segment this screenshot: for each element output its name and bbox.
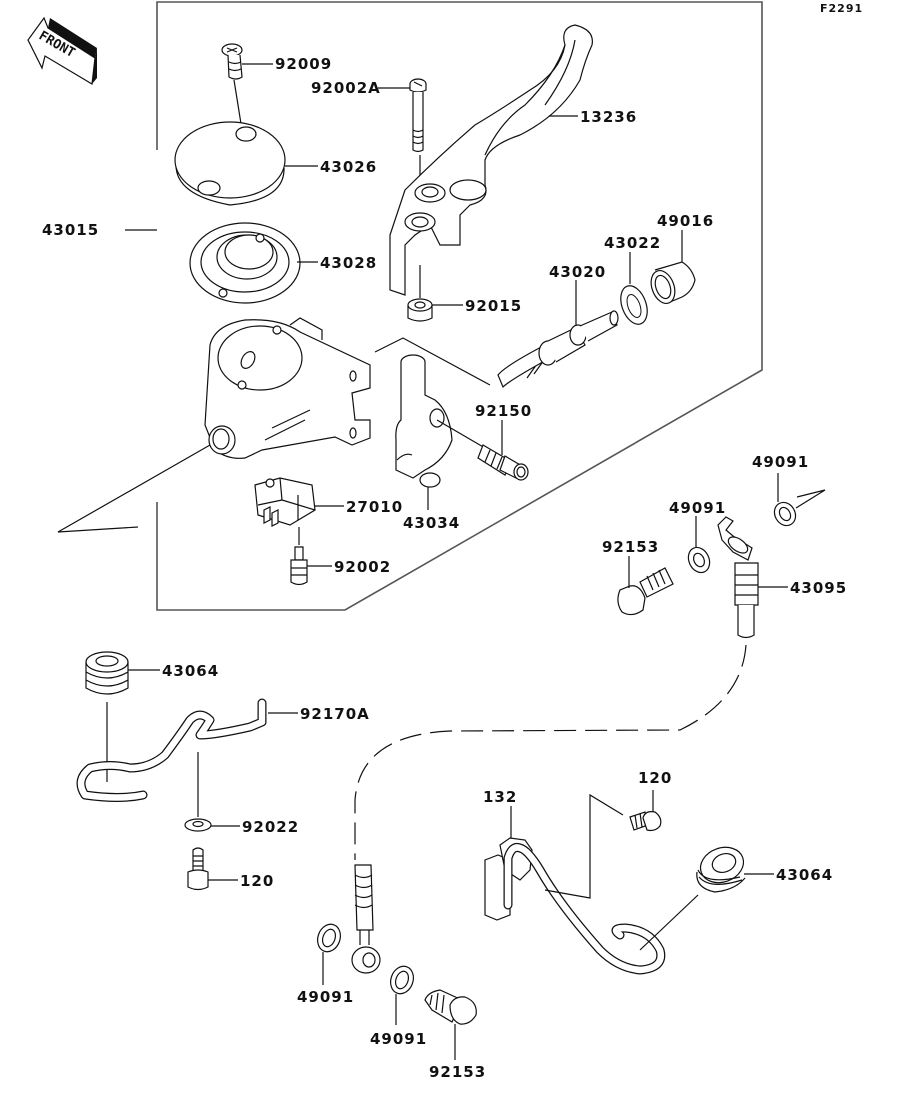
part-label-49016[interactable]: 49016 xyxy=(657,212,714,230)
bolt-icon[interactable] xyxy=(187,847,209,891)
clamp-icon[interactable] xyxy=(395,354,453,488)
brake-hose-lower-fitting-icon[interactable] xyxy=(351,864,381,974)
gasket-icon[interactable] xyxy=(314,921,344,955)
part-label-43034[interactable]: 43034 xyxy=(403,514,460,532)
circlip-icon[interactable] xyxy=(616,282,652,328)
pivot-bolt-icon[interactable] xyxy=(409,78,427,153)
part-label-49091-upper-left[interactable]: 49091 xyxy=(669,499,726,517)
part-label-49091-lower-right[interactable]: 49091 xyxy=(370,1030,427,1048)
flange-bolt-icon[interactable] xyxy=(629,811,662,832)
brake-hose-fitting-icon[interactable] xyxy=(717,516,759,639)
clamp-bolt-icon[interactable] xyxy=(477,444,529,481)
frame-pointer-line xyxy=(57,444,211,533)
part-label-92022[interactable]: 92022 xyxy=(242,818,299,836)
part-label-92015[interactable]: 92015 xyxy=(465,297,522,315)
part-label-92002A[interactable]: 92002A xyxy=(311,79,381,97)
front-direction-arrow-icon: FRONT xyxy=(27,16,97,85)
part-label-49091-lower-left[interactable]: 49091 xyxy=(297,988,354,1006)
part-label-43028[interactable]: 43028 xyxy=(320,254,377,272)
boot-icon[interactable] xyxy=(647,261,696,307)
piston-pointer-line xyxy=(374,337,491,386)
gasket-icon[interactable] xyxy=(770,499,799,530)
part-label-132[interactable]: 120 xyxy=(638,769,672,787)
gasket-pointer-line xyxy=(795,489,826,509)
part-label-120[interactable]: 120 xyxy=(240,872,274,890)
part-label-92150[interactable]: 92150 xyxy=(475,402,532,420)
bolt-pointer-line xyxy=(544,793,624,899)
part-label-43095[interactable]: 43095 xyxy=(790,579,847,597)
part-label-92009[interactable]: 92009 xyxy=(275,55,332,73)
gasket-icon[interactable] xyxy=(387,963,417,997)
brake-lever-icon[interactable] xyxy=(389,24,593,296)
brake-switch-icon[interactable] xyxy=(254,477,316,527)
banjo-bolt-icon[interactable] xyxy=(424,989,477,1025)
washer-icon[interactable] xyxy=(184,818,212,832)
part-label-43020[interactable]: 43020 xyxy=(549,263,606,281)
part-label-13236[interactable]: 13236 xyxy=(580,108,637,126)
banjo-bolt-icon[interactable] xyxy=(617,567,674,616)
part-label-43026[interactable]: 43026 xyxy=(320,158,377,176)
grommet-icon[interactable] xyxy=(696,842,749,893)
screw-icon[interactable] xyxy=(221,43,243,80)
brake-hose-line xyxy=(354,644,747,860)
part-label-43064-left[interactable]: 43064 xyxy=(162,662,219,680)
gasket-icon[interactable] xyxy=(684,544,713,576)
piston-assembly-icon[interactable] xyxy=(497,310,619,389)
grommet-icon[interactable] xyxy=(85,651,129,695)
part-label-49091-upper-right[interactable]: 49091 xyxy=(752,453,809,471)
diaphragm-icon[interactable] xyxy=(189,222,301,304)
diagram-code: F2291 xyxy=(820,2,863,15)
part-label-92170[interactable]: 132 xyxy=(483,788,517,806)
part-label-43064-right[interactable]: 43064 xyxy=(776,866,833,884)
part-label-43015[interactable]: 43015 xyxy=(42,221,99,239)
hose-clamp-wire-icon[interactable] xyxy=(76,698,267,802)
part-label-92153-lower[interactable]: 92153 xyxy=(429,1063,486,1081)
part-label-92002[interactable]: 92002 xyxy=(334,558,391,576)
reservoir-cap-icon[interactable] xyxy=(174,121,286,206)
switch-screw-icon[interactable] xyxy=(290,546,308,586)
part-label-92170A[interactable]: 92170A xyxy=(300,705,370,723)
part-label-92153-upper[interactable]: 92153 xyxy=(602,538,659,556)
assembly-frame xyxy=(156,1,763,611)
hose-clamp-bracket-icon[interactable] xyxy=(484,837,666,975)
part-label-27010[interactable]: 27010 xyxy=(346,498,403,516)
nut-icon[interactable] xyxy=(407,298,433,322)
master-cylinder-body-icon[interactable] xyxy=(204,317,371,459)
part-label-43022[interactable]: 43022 xyxy=(604,234,661,252)
